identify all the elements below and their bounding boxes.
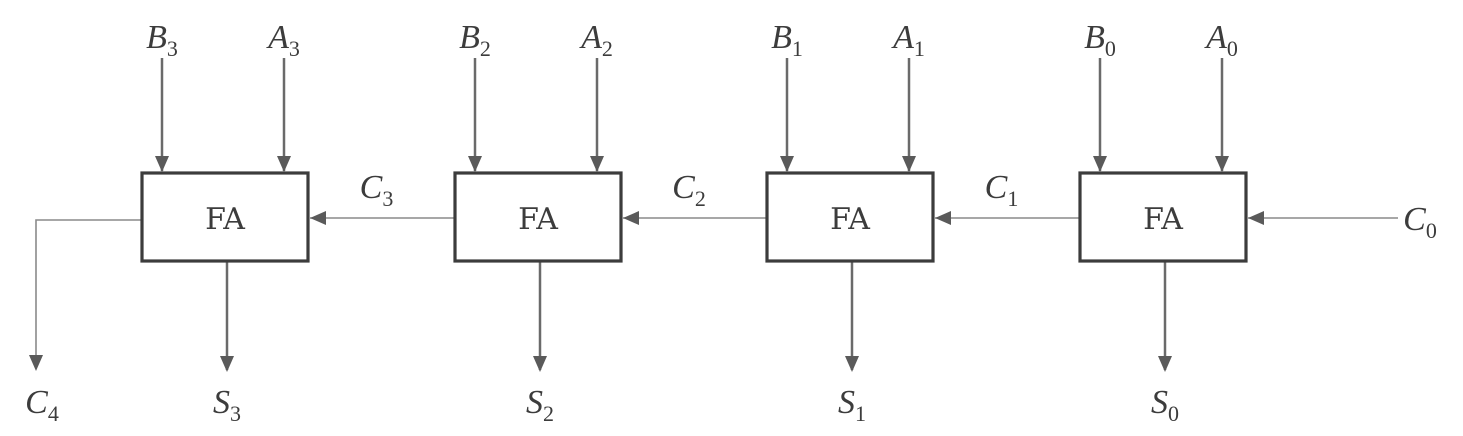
a2-arrow-icon (590, 156, 604, 172)
full-adder-3-label: FA (205, 202, 245, 237)
c4-carry-out-wire (35, 219, 142, 368)
full-adder-1-box (765, 171, 935, 263)
c1-arrow-icon (935, 211, 951, 225)
blocks-layer: FA FA FA FA (140, 171, 1248, 263)
s2-arrow-icon (533, 356, 547, 372)
c2-arrow-icon (623, 211, 639, 225)
c1-label: C1 (985, 169, 1019, 211)
b3-label: B3 (146, 19, 178, 61)
c4-arrow-icon (29, 355, 43, 371)
full-adder-2-box (453, 171, 623, 263)
a2-label: A2 (579, 19, 613, 61)
s3-label: S3 (213, 384, 241, 426)
s0-arrow-icon (1158, 356, 1172, 372)
c3-arrow-icon (310, 211, 326, 225)
b0-label: B0 (1084, 19, 1116, 61)
b2-arrow-icon (468, 156, 482, 172)
a1-label: A1 (891, 19, 925, 61)
wires-layer (29, 58, 1398, 372)
b1-arrow-icon (780, 156, 794, 172)
full-adder-1-label: FA (830, 202, 870, 237)
a0-arrow-icon (1215, 156, 1229, 172)
s1-arrow-icon (845, 356, 859, 372)
b2-label: B2 (459, 19, 491, 61)
c3-label: C3 (360, 169, 394, 211)
s0-label: S0 (1151, 384, 1179, 426)
c2-label: C2 (672, 169, 706, 211)
s1-label: S1 (838, 384, 866, 426)
c4-label: C4 (25, 384, 59, 426)
b3-arrow-icon (155, 156, 169, 172)
a1-arrow-icon (902, 156, 916, 172)
a3-label: A3 (266, 19, 300, 61)
full-adder-0-label: FA (1143, 202, 1183, 237)
a3-arrow-icon (277, 156, 291, 172)
s3-arrow-icon (220, 356, 234, 372)
s2-label: S2 (526, 384, 554, 426)
full-adder-3-box (140, 171, 310, 263)
b1-label: B1 (771, 19, 803, 61)
full-adder-2-label: FA (518, 202, 558, 237)
c0-label: C0 (1403, 201, 1437, 243)
c0-arrow-icon (1248, 211, 1264, 225)
full-adder-0-box (1078, 171, 1248, 263)
a0-label: A0 (1204, 19, 1238, 61)
b0-arrow-icon (1093, 156, 1107, 172)
